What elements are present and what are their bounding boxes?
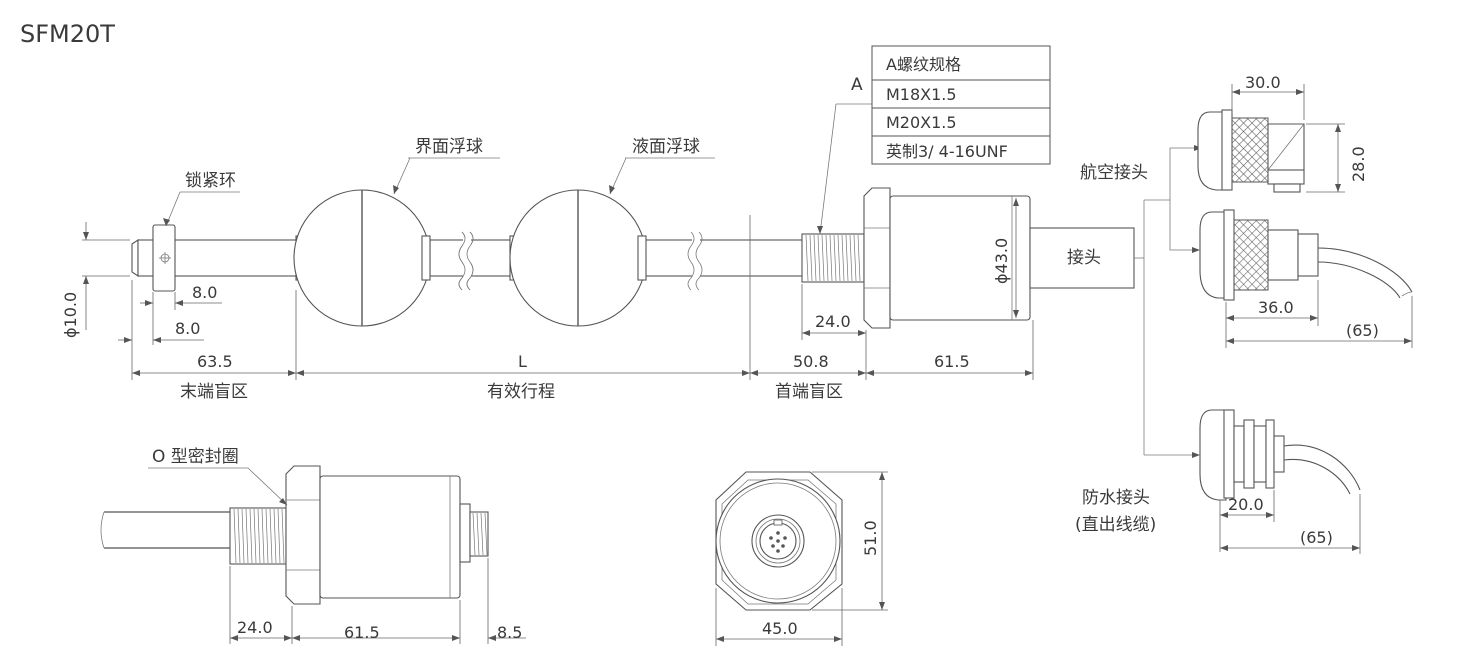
dim-waterproof-cable-length: (65) xyxy=(1300,528,1333,547)
connector-branches xyxy=(1134,145,1202,458)
hex-flange xyxy=(863,187,891,329)
thread-table-row: 英制3/ 4-16UNF xyxy=(886,142,1008,161)
dim-straight-connector-length: 36.0 xyxy=(1258,298,1294,317)
o-ring-label: O 型密封圈 xyxy=(152,447,239,467)
effective-stroke-label: 有效行程 xyxy=(487,382,555,402)
dim-bottom-body: 61.5 xyxy=(344,623,380,642)
straight-connector xyxy=(1199,209,1413,301)
thread-spec-table: A螺纹规格 M18X1.5 M20X1.5 英制3/ 4-16UNF xyxy=(871,45,1051,165)
interface-float xyxy=(293,189,431,327)
head-blind-zone-label: 首端盲区 xyxy=(775,382,843,402)
dim-straight-cable-length: (65) xyxy=(1346,321,1379,340)
thread-table-row: M18X1.5 xyxy=(886,85,957,104)
head-thread xyxy=(801,233,865,283)
dim-ring-gap-2: 8.0 xyxy=(175,319,200,338)
aviation-connector-label: 航空接头 xyxy=(1080,163,1148,183)
waterproof-connector-label: 防水接头 xyxy=(1082,488,1150,508)
waterproof-connector xyxy=(1199,409,1361,501)
connector-dimensions: 30.0 28.0 36.0 (65) 20.0 (65) xyxy=(1219,73,1413,554)
a-marker: A xyxy=(851,75,863,95)
dim-waterproof-connector-length: 20.0 xyxy=(1228,495,1264,514)
hex-end-view xyxy=(715,471,843,611)
connector-label: 接头 xyxy=(1067,248,1101,268)
connector-block xyxy=(1029,227,1135,289)
straight-cable-label: (直出线缆) xyxy=(1075,515,1156,535)
hex-dimensions: 45.0 51.0 xyxy=(715,471,888,646)
end-blind-zone-label: 末端盲区 xyxy=(180,382,248,402)
dim-head-body: 61.5 xyxy=(934,352,970,371)
main-dimensions: ϕ10.0 8.0 8.0 63.5 L 50.8 61.5 末端盲 xyxy=(61,198,1034,402)
dim-rod-diameter: ϕ10.0 xyxy=(61,292,80,338)
dim-stroke: L xyxy=(518,352,527,371)
dim-angle-connector-width: 30.0 xyxy=(1245,73,1281,92)
thread-table-header: A螺纹规格 xyxy=(886,55,961,74)
liquid-float xyxy=(509,189,647,327)
dim-ring-gap-1: 8.0 xyxy=(192,283,217,302)
rod-assembly xyxy=(131,187,1135,329)
angle-connector xyxy=(1197,109,1305,193)
dim-angle-connector-height: 28.0 xyxy=(1349,146,1368,182)
liquid-float-label: 液面浮球 xyxy=(632,137,700,157)
dim-hex-height: 51.0 xyxy=(861,520,880,556)
side-view xyxy=(100,465,489,605)
lock-ring-label: 锁紧环 xyxy=(185,171,236,191)
dim-head-thread: 24.0 xyxy=(815,312,851,331)
dim-head-diameter: ϕ43.0 xyxy=(992,238,1011,284)
dim-head-zone: 50.8 xyxy=(793,352,829,371)
dim-end-zone: 63.5 xyxy=(197,352,233,371)
model-title: SFM20T xyxy=(20,20,115,48)
dim-bottom-thread: 24.0 xyxy=(237,618,273,637)
interface-float-label: 界面浮球 xyxy=(415,137,483,157)
dim-hex-width: 45.0 xyxy=(762,619,798,638)
thread-table-row: M20X1.5 xyxy=(886,113,957,132)
side-view-dimensions: 24.0 61.5 8.5 xyxy=(229,558,526,644)
dim-bottom-connector: 8.5 xyxy=(497,623,522,642)
